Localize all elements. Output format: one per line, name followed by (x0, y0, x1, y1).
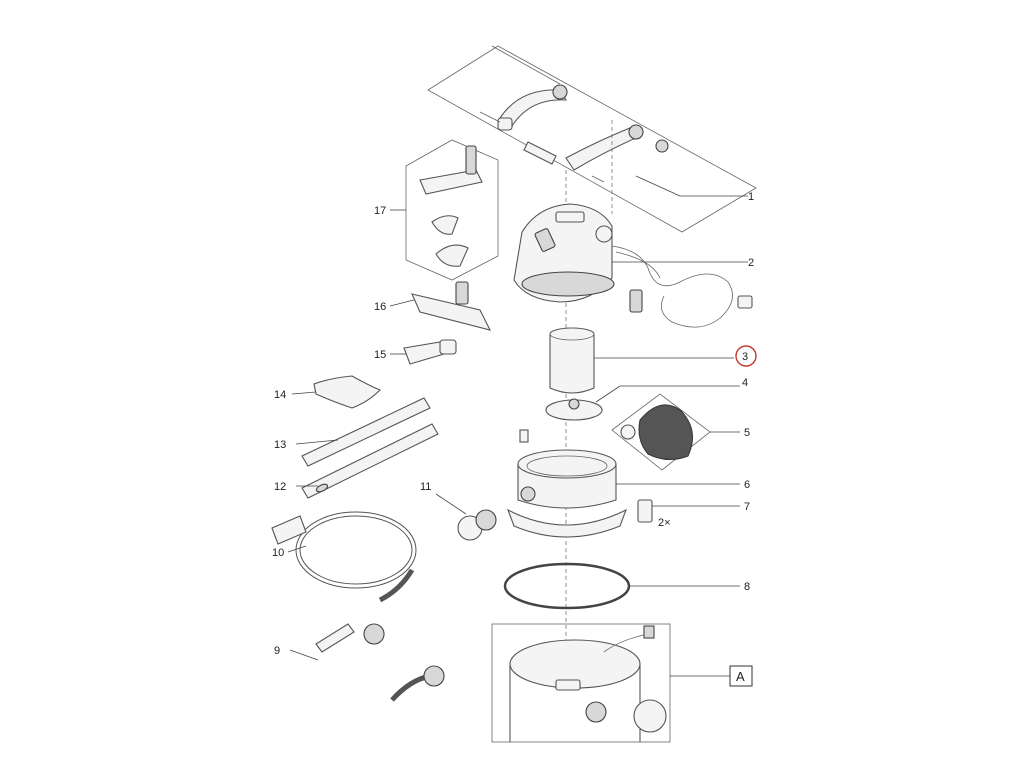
tank-body-detail (491, 623, 753, 743)
callout-1: 1 (748, 191, 754, 203)
callout-8: 8 (744, 581, 750, 593)
mesh-filter-bag (611, 393, 740, 471)
clips (637, 499, 740, 523)
callout-10: 10 (272, 547, 284, 559)
motor-head (513, 203, 753, 328)
long-hose (264, 623, 445, 728)
callout-6: 6 (744, 479, 750, 491)
highlight-circle (735, 345, 757, 367)
floor-nozzle (389, 281, 492, 331)
callout-5: 5 (744, 427, 750, 439)
callout-2: 2 (748, 257, 754, 269)
callout-16: 16 (374, 301, 386, 313)
nozzle-kit (390, 139, 499, 281)
extension-tubes (295, 397, 439, 499)
tank-ring (506, 429, 740, 538)
callout-4: 4 (742, 377, 748, 389)
callout-17: 17 (374, 205, 386, 217)
coiled-hose (271, 511, 417, 603)
callout-detail-a: A (736, 669, 745, 684)
filter-holder (545, 385, 740, 421)
callout-3: 3 (742, 351, 748, 363)
callout-7: 7 (744, 501, 750, 513)
handle-assembly (427, 45, 757, 233)
callout-15: 15 (374, 349, 386, 361)
cleaning-cloth (291, 375, 381, 409)
callout-7-quantity: 2× (658, 517, 671, 529)
callout-13: 13 (274, 439, 286, 451)
callout-12: 12 (274, 481, 286, 493)
callout-11: 11 (420, 481, 431, 493)
seal-ring (503, 562, 740, 610)
hose-adapter (435, 493, 497, 541)
cartridge-filter (549, 327, 734, 394)
callout-14: 14 (274, 389, 286, 401)
callout-9: 9 (274, 645, 280, 657)
upholstery-nozzle (390, 339, 457, 365)
